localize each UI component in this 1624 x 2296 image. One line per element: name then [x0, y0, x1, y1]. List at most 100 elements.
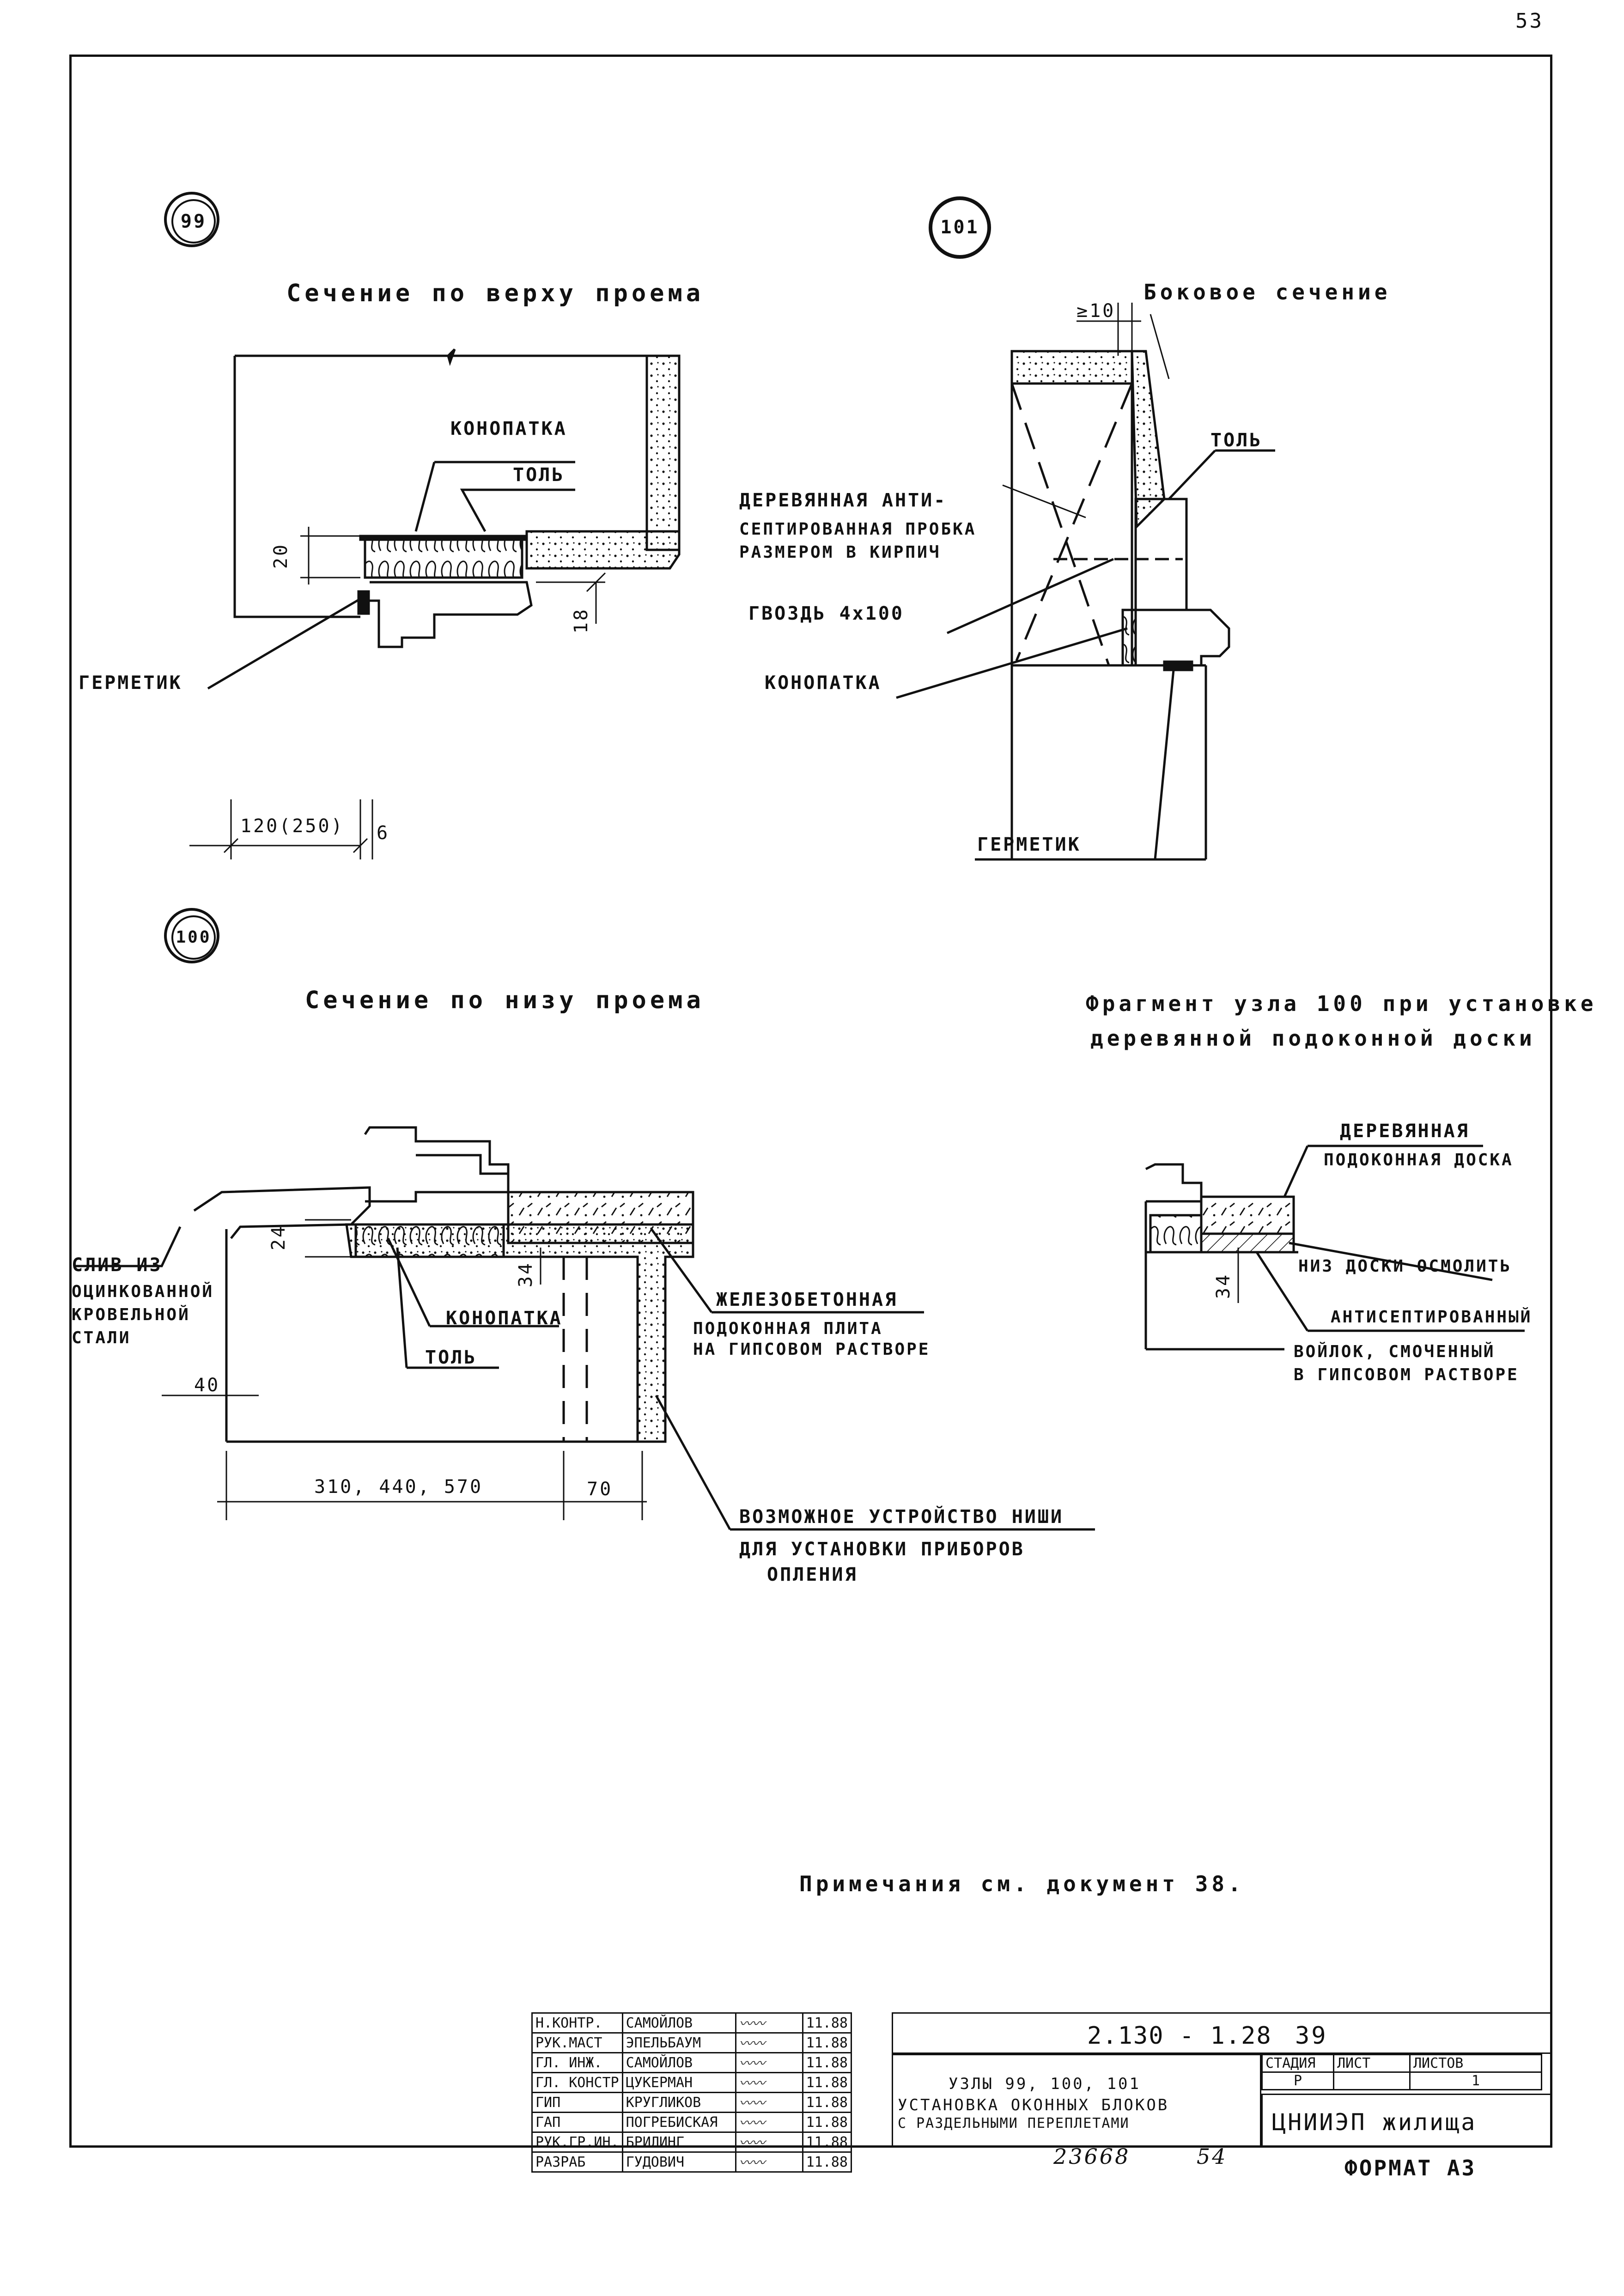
node-101-probka-label-3: РАЗМЕРОМ В КИРПИЧ: [739, 543, 941, 562]
node-101-drawing: [896, 303, 1275, 861]
approval-date: 11.88: [802, 2132, 852, 2153]
fragment-voilok-label-3: В ГИПСОВОМ РАСТВОРЕ: [1294, 1365, 1519, 1384]
node-100-sliv-label-1: СЛИВ ИЗ: [72, 1255, 163, 1276]
node-99-drawing: [189, 348, 681, 859]
approval-row: Н.КОНТР.САМОЙЛОВ〰〰11.88: [531, 2012, 852, 2034]
node-100-number: 100: [171, 915, 216, 960]
approval-name: ГУДОВИЧ: [621, 2151, 736, 2173]
signature-scribble: 〰〰: [739, 2135, 765, 2150]
node-100-konopatka-label: КОНОПАТКА: [446, 1308, 563, 1329]
approval-name: ЦУКЕРМАН: [621, 2072, 736, 2093]
node-100-sliv-label-2: ОЦИНКОВАННОЙ: [72, 1282, 214, 1301]
node-100-plita-label-2: ПОДОКОННАЯ ПЛИТА: [693, 1319, 883, 1338]
node-100-sliv-label-4: СТАЛИ: [72, 1328, 131, 1347]
sheet-header: ЛИСТ: [1333, 2054, 1411, 2073]
approval-name: САМОЙЛОВ: [621, 2012, 736, 2034]
approval-date: 11.88: [802, 2032, 852, 2053]
fragment-doska-label-2: ПОДОКОННАЯ ДОСКА: [1324, 1151, 1514, 1169]
node-100-nisha-label-2: ДЛЯ УСТАНОВКИ ПРИБОРОВ: [739, 1539, 1025, 1560]
node-101-title: Боковое сечение: [1143, 280, 1391, 305]
approval-date: 11.88: [802, 2072, 852, 2093]
node-100-plita-label-3: НА ГИПСОВОМ РАСТВОРЕ: [693, 1340, 931, 1359]
approval-role: ГЛ. КОНСТР: [531, 2072, 623, 2093]
node-100-dim-34: 34: [515, 1261, 537, 1288]
signature-scribble: 〰〰: [739, 2115, 765, 2131]
fragment-dim-34: 34: [1213, 1273, 1235, 1299]
node-101-marker: 101: [929, 196, 991, 259]
node-99-tol-label: ТОЛЬ: [513, 464, 565, 486]
approval-name: ЭПЕЛЬБАУМ: [621, 2032, 736, 2053]
inventory-sub-number: 54: [1197, 2144, 1228, 2169]
node-99-konopatka-label: КОНОПАТКА: [450, 418, 567, 439]
sheets-header: ЛИСТОВ: [1409, 2054, 1542, 2073]
sheets-value: 1: [1409, 2071, 1542, 2090]
node-100-drawing: [74, 1126, 1095, 1531]
doc-number: 39: [1295, 2022, 1328, 2050]
stage-table: СТАДИЯ ЛИСТ ЛИСТОВ Р 1: [1261, 2054, 1542, 2090]
node-99-marker: 99: [164, 192, 219, 247]
approval-signature: 〰〰: [735, 2052, 803, 2073]
node-100-title: Сечение по низу проема: [305, 987, 705, 1014]
node-99-dim-6: 6: [377, 822, 390, 844]
signature-scribble: 〰〰: [739, 2056, 765, 2071]
page-number: 53: [1515, 9, 1544, 33]
inventory-number: 23668: [1053, 2144, 1131, 2169]
node-100-sliv-label-3: КРОВЕЛЬНОЙ: [72, 1305, 190, 1324]
approval-role: РУК.МАСТ: [531, 2032, 623, 2053]
fragment-doska-label-1: ДЕРЕВЯННАЯ: [1340, 1121, 1470, 1142]
node-101-dim-10: ≥10: [1077, 300, 1116, 322]
approval-row: ГЛ. ИНЖ.САМОЙЛОВ〰〰 11.88: [531, 2052, 852, 2073]
approval-signature: 〰〰: [735, 2132, 803, 2153]
approval-signature: 〰〰: [735, 2151, 803, 2173]
node-99-number: 99: [171, 199, 216, 244]
approval-date: 11.88: [802, 2112, 852, 2133]
org-name: ЦНИИЭП жилища: [1272, 2109, 1477, 2136]
approval-date: 11.88: [802, 2092, 852, 2113]
approval-name: БРИЛИНГ: [621, 2132, 736, 2153]
node-101-probka-label-2: СЕПТИРОВАННАЯ ПРОБКА: [739, 520, 977, 539]
note-text: Примечания см. документ 38.: [799, 1871, 1245, 1896]
signature-scribble: 〰〰: [739, 2095, 765, 2111]
signature-scribble: 〰〰: [739, 2036, 765, 2051]
fragment-voilok-label-1: АНТИСЕПТИРОВАННЫЙ: [1331, 1308, 1533, 1327]
node-99-title: Сечение по верху проема: [286, 280, 705, 307]
signature-scribble: 〰〰: [739, 2016, 765, 2031]
approval-role: ГАП: [531, 2112, 623, 2133]
approval-date: 11.88: [802, 2012, 852, 2034]
approval-role: ГИП: [531, 2092, 623, 2113]
approval-signature: 〰〰: [735, 2092, 803, 2113]
sheet-title-1: УЗЛЫ 99, 100, 101: [949, 2075, 1141, 2093]
fragment-voilok-label-2: ВОЙЛОК, СМОЧЕННЫЙ: [1294, 1342, 1496, 1361]
approval-role: РАЗРАБ: [531, 2151, 623, 2173]
node-100-tol-label: ТОЛЬ: [425, 1347, 477, 1368]
node-100-nisha-label-3: ОПЛЕНИЯ: [767, 1564, 858, 1585]
node-101-probka-label-1: ДЕРЕВЯННАЯ АНТИ-: [739, 490, 947, 511]
approval-date: 11.88: [802, 2052, 852, 2073]
stage-value: Р: [1261, 2071, 1334, 2090]
approval-name: ПОГРЕБИСКАЯ: [621, 2112, 736, 2133]
node-100-dim-40: 40: [194, 1375, 220, 1396]
doc-code: 2.130 - 1.28: [1087, 2022, 1272, 2050]
node-100-dim-24: 24: [268, 1224, 290, 1251]
fragment-title-1: Фрагмент узла 100 при установке: [1086, 991, 1597, 1016]
org-cell: ЦНИИЭП жилища: [1261, 2094, 1552, 2148]
signature-scribble: 〰〰: [739, 2076, 765, 2091]
node-99-dim-width: 120(250): [240, 816, 344, 837]
approval-role: ГЛ. ИНЖ.: [531, 2052, 623, 2073]
approval-date: 11.88: [802, 2151, 852, 2173]
fragment-title-2: деревянной подоконной доски: [1090, 1026, 1536, 1051]
approval-signature: 〰〰: [735, 2112, 803, 2133]
node-100-plita-label-1: ЖЕЛЕЗОБЕТОННАЯ: [716, 1289, 898, 1310]
approval-name: САМОЙЛОВ: [621, 2052, 736, 2073]
node-100-nisha-label-1: ВОЗМОЖНОЕ УСТРОЙСТВО НИШИ: [739, 1506, 1064, 1528]
node-99-dim-18: 18: [571, 607, 592, 634]
sheet-title-cell: УЗЛЫ 99, 100, 101 УСТАНОВКА ОКОННЫХ БЛОК…: [892, 2054, 1261, 2148]
node-100-dim-70: 70: [587, 1479, 613, 1500]
